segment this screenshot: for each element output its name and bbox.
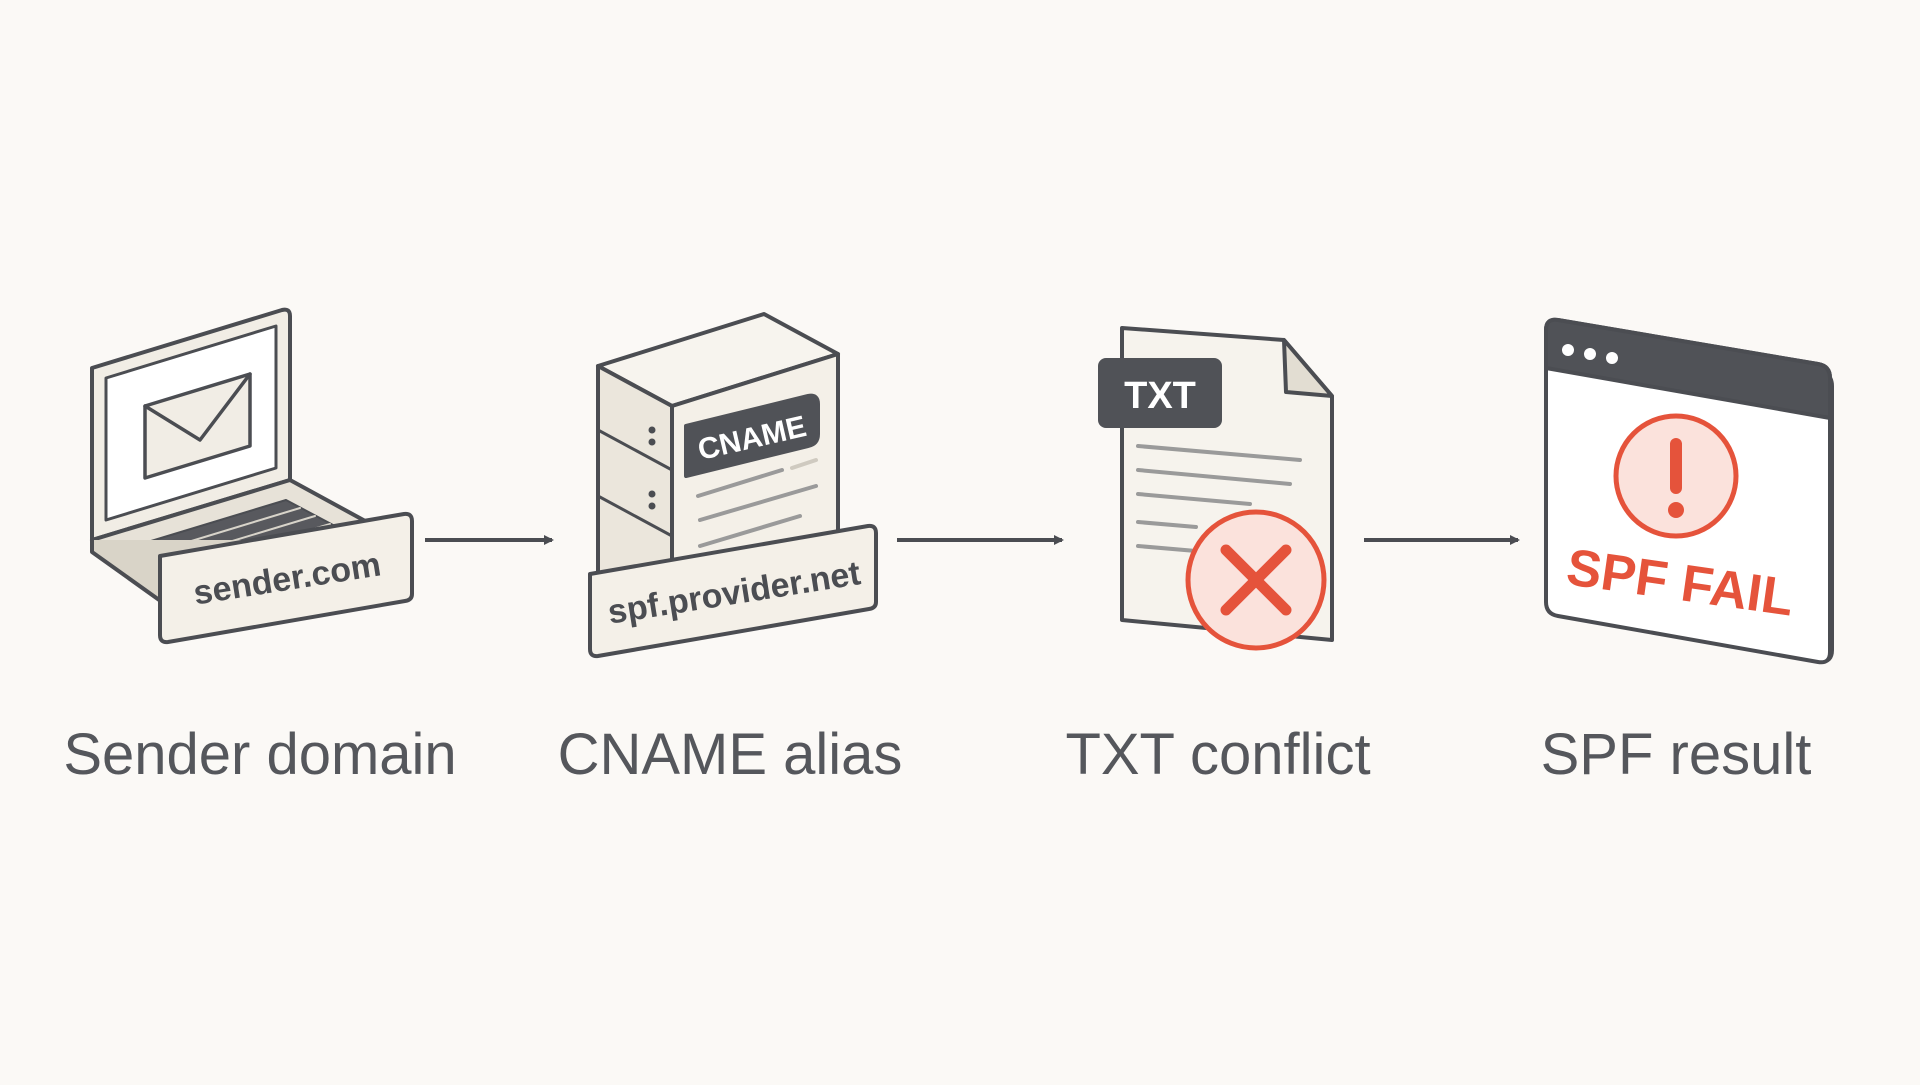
error-x-icon [1185,509,1327,651]
txt-badge: TXT [1098,358,1222,428]
cname-badge: CNAME [684,393,820,478]
caption-cname-alias: CNAME alias [557,722,903,787]
exclamation-icon [1613,413,1739,539]
txt-badge-label: TXT [1124,375,1196,417]
caption-sender-domain: Sender domain [63,722,457,787]
caption-spf-result: SPF result [1540,722,1812,787]
provider-domain-tag: spf.provider.net [588,523,878,659]
caption-txt-conflict: TXT conflict [1065,722,1371,787]
sender-domain-tag: sender.com [158,511,414,645]
